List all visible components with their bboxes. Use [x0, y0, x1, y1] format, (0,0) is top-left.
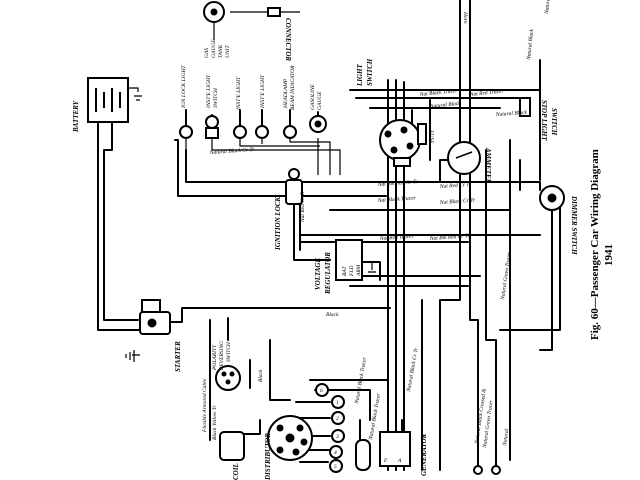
regulator-terminal-bat: BAT — [342, 265, 348, 276]
plug-number-2: 2 — [336, 416, 339, 422]
coil: COIL — [219, 431, 245, 480]
wire-label-black-yellow-tr: Black Yellow Tr — [212, 405, 218, 440]
ammeter: AMMETER — [447, 141, 492, 184]
generator: F A GENERATOR — [355, 431, 428, 476]
plug-number-6: 6 — [320, 388, 323, 394]
wire-label-horn: Horn — [462, 11, 468, 24]
polarity-label-3: SWITCH — [226, 341, 232, 362]
wire-label-black-2: Black — [258, 369, 264, 382]
bottom-right-terminals — [473, 465, 501, 475]
connector-label: CONNECTOR — [284, 18, 292, 61]
wire-label-natural-red-top: Natural Black Cr — [544, 0, 554, 15]
wire-label-flexible-armored-cable: Flexible Armored Cable — [202, 378, 208, 433]
ammeter-label: AMMETER — [484, 147, 492, 184]
gas-gauge-label-1: GAS — [204, 48, 210, 58]
polarity-reversing-switch: POLARITY REVERSING SWITCH — [212, 341, 241, 391]
inst-light-switch-label-1: INST'E LIGHT — [206, 74, 212, 109]
stop-light-switch-label-2: SWITCH — [550, 108, 558, 136]
figure-caption-year: 1941 — [603, 244, 615, 266]
generator-label: GENERATOR — [420, 433, 428, 476]
inst-light-switch-label-2: SWITCH — [213, 87, 219, 108]
wire-label-natural-black: Natural Black — [429, 101, 462, 110]
wire-label-nat-red-tracer: Nat Red Tracer — [379, 234, 415, 242]
wire-label-natural: Natural — [502, 428, 511, 447]
gas-gauge-label-3: TANK — [218, 44, 224, 58]
wire-label-nat-red-cr-tr-2: Nat Red Cr Tr — [439, 182, 473, 190]
plug-number-1: 1 — [336, 400, 339, 406]
gasoline-label-1: GASOLINE — [310, 83, 316, 110]
ign-lock-light-label: IGN LOCK LIGHT — [181, 65, 187, 109]
instrument-lamps — [179, 115, 327, 139]
dimmer-switch: DIMMER SWITCH — [539, 185, 578, 255]
connector: CONNECTOR — [203, 1, 292, 61]
stop-light-switch-label-1: STOP LIGHT — [540, 100, 548, 141]
starter-label: STARTER — [174, 341, 182, 372]
wire-label-nat-black-tracer-2: Nat Black Tracer — [419, 88, 459, 98]
ignition-lock: IGNITION LOCK — [274, 168, 303, 251]
polarity-label-2: REVERSING — [219, 341, 225, 371]
fuse-label: FUSE — [428, 129, 434, 144]
wiring-harness — [97, 0, 561, 471]
headlamp-label-2: BEAM INDICATOR — [290, 65, 296, 110]
generator-terminal-f: F — [383, 458, 388, 464]
coil-label: COIL — [232, 463, 240, 480]
wire-label-natural-black-cr-tr-2: Natural Black Cr Tr — [406, 347, 420, 394]
inst-light-label-1: INST'E LIGHT — [236, 76, 242, 111]
polarity-label-1: POLARITY — [212, 344, 218, 371]
fuse: FUSE — [417, 123, 434, 145]
wire-label-nat-red-tracer-2: Nat Red Tracer — [469, 88, 505, 98]
regulator-terminal-fld: FLD — [349, 266, 355, 277]
light-switch-label-2: SWITCH — [366, 58, 374, 86]
generator-terminal-a: A — [397, 458, 402, 464]
wire-label-black: Black — [326, 312, 339, 318]
battery-label: BATTERY — [72, 100, 80, 133]
wire-label-nat-black-cr-tr-2: Natural Black — [495, 110, 528, 118]
stop-light-switch: STOP LIGHT SWITCH — [519, 97, 558, 141]
voltage-regulator: BAT FLD ARM VOLTAGE REGULATOR — [314, 239, 376, 295]
wire-label-nat-red-cr-tr: Nat Red Cr Tr — [300, 190, 306, 223]
headlamp-label-1: HEADLAMP — [283, 78, 289, 109]
figure-caption-text: Fig. 60—Passenger Car Wiring Diagram — [589, 149, 601, 340]
gas-gauge-label-4: UNIT — [225, 45, 231, 58]
wire-label-nat-blk-red-cr-tr: Nat Blk Red Cr Tr — [377, 179, 419, 188]
instrument-labels: IGN LOCK LIGHT INST'E LIGHT SWITCH GAS G… — [181, 39, 323, 111]
plug-number-4: 4 — [334, 449, 337, 456]
voltage-regulator-label-2: REGULATOR — [324, 252, 332, 295]
distributor: DISTRIBUTOR — [264, 415, 313, 480]
plug-number-5: 5 — [334, 464, 337, 470]
light-switch-label-1: LIGHT — [356, 64, 364, 88]
voltage-regulator-label-1: VOLTAGE — [314, 258, 322, 290]
ignition-lock-label: IGNITION LOCK — [274, 196, 282, 251]
wire-label-nat-blk-red-cr-tr-2: Nat Blk Red Cr Tr — [429, 233, 471, 242]
spark-plugs: 1 2 3 4 5 6 — [315, 383, 345, 473]
figure-caption: Fig. 60—Passenger Car Wiring Diagram 194… — [589, 149, 615, 340]
wire-label-nat-black-tracer: Nat Black Tracer — [377, 195, 417, 204]
plug-number-3: 3 — [335, 434, 339, 440]
regulator-terminal-arm: ARM — [356, 264, 362, 277]
wire-label-natural-black-top: Natural Black — [526, 28, 535, 61]
inst-light-label-2: INST'E LIGHT — [260, 74, 266, 109]
gas-gauge-label-2: GAUGE — [211, 39, 217, 58]
wire-labels: Natural Black Cr Tr Nat Red Cr Tr Nat Bl… — [202, 0, 554, 449]
gasoline-label-2: GAUGE — [317, 91, 323, 110]
distributor-label: DISTRIBUTOR — [264, 433, 272, 480]
dimmer-switch-label: DIMMER SWITCH — [570, 195, 578, 255]
wire-label-natural-black-cr-tr: Natural Black Cr Tr — [209, 147, 256, 156]
battery: BATTERY — [72, 77, 142, 133]
wire-label-nat-black-cr-tr: Nat Black Cr Tr — [439, 197, 476, 206]
starter: STARTER — [125, 299, 182, 372]
